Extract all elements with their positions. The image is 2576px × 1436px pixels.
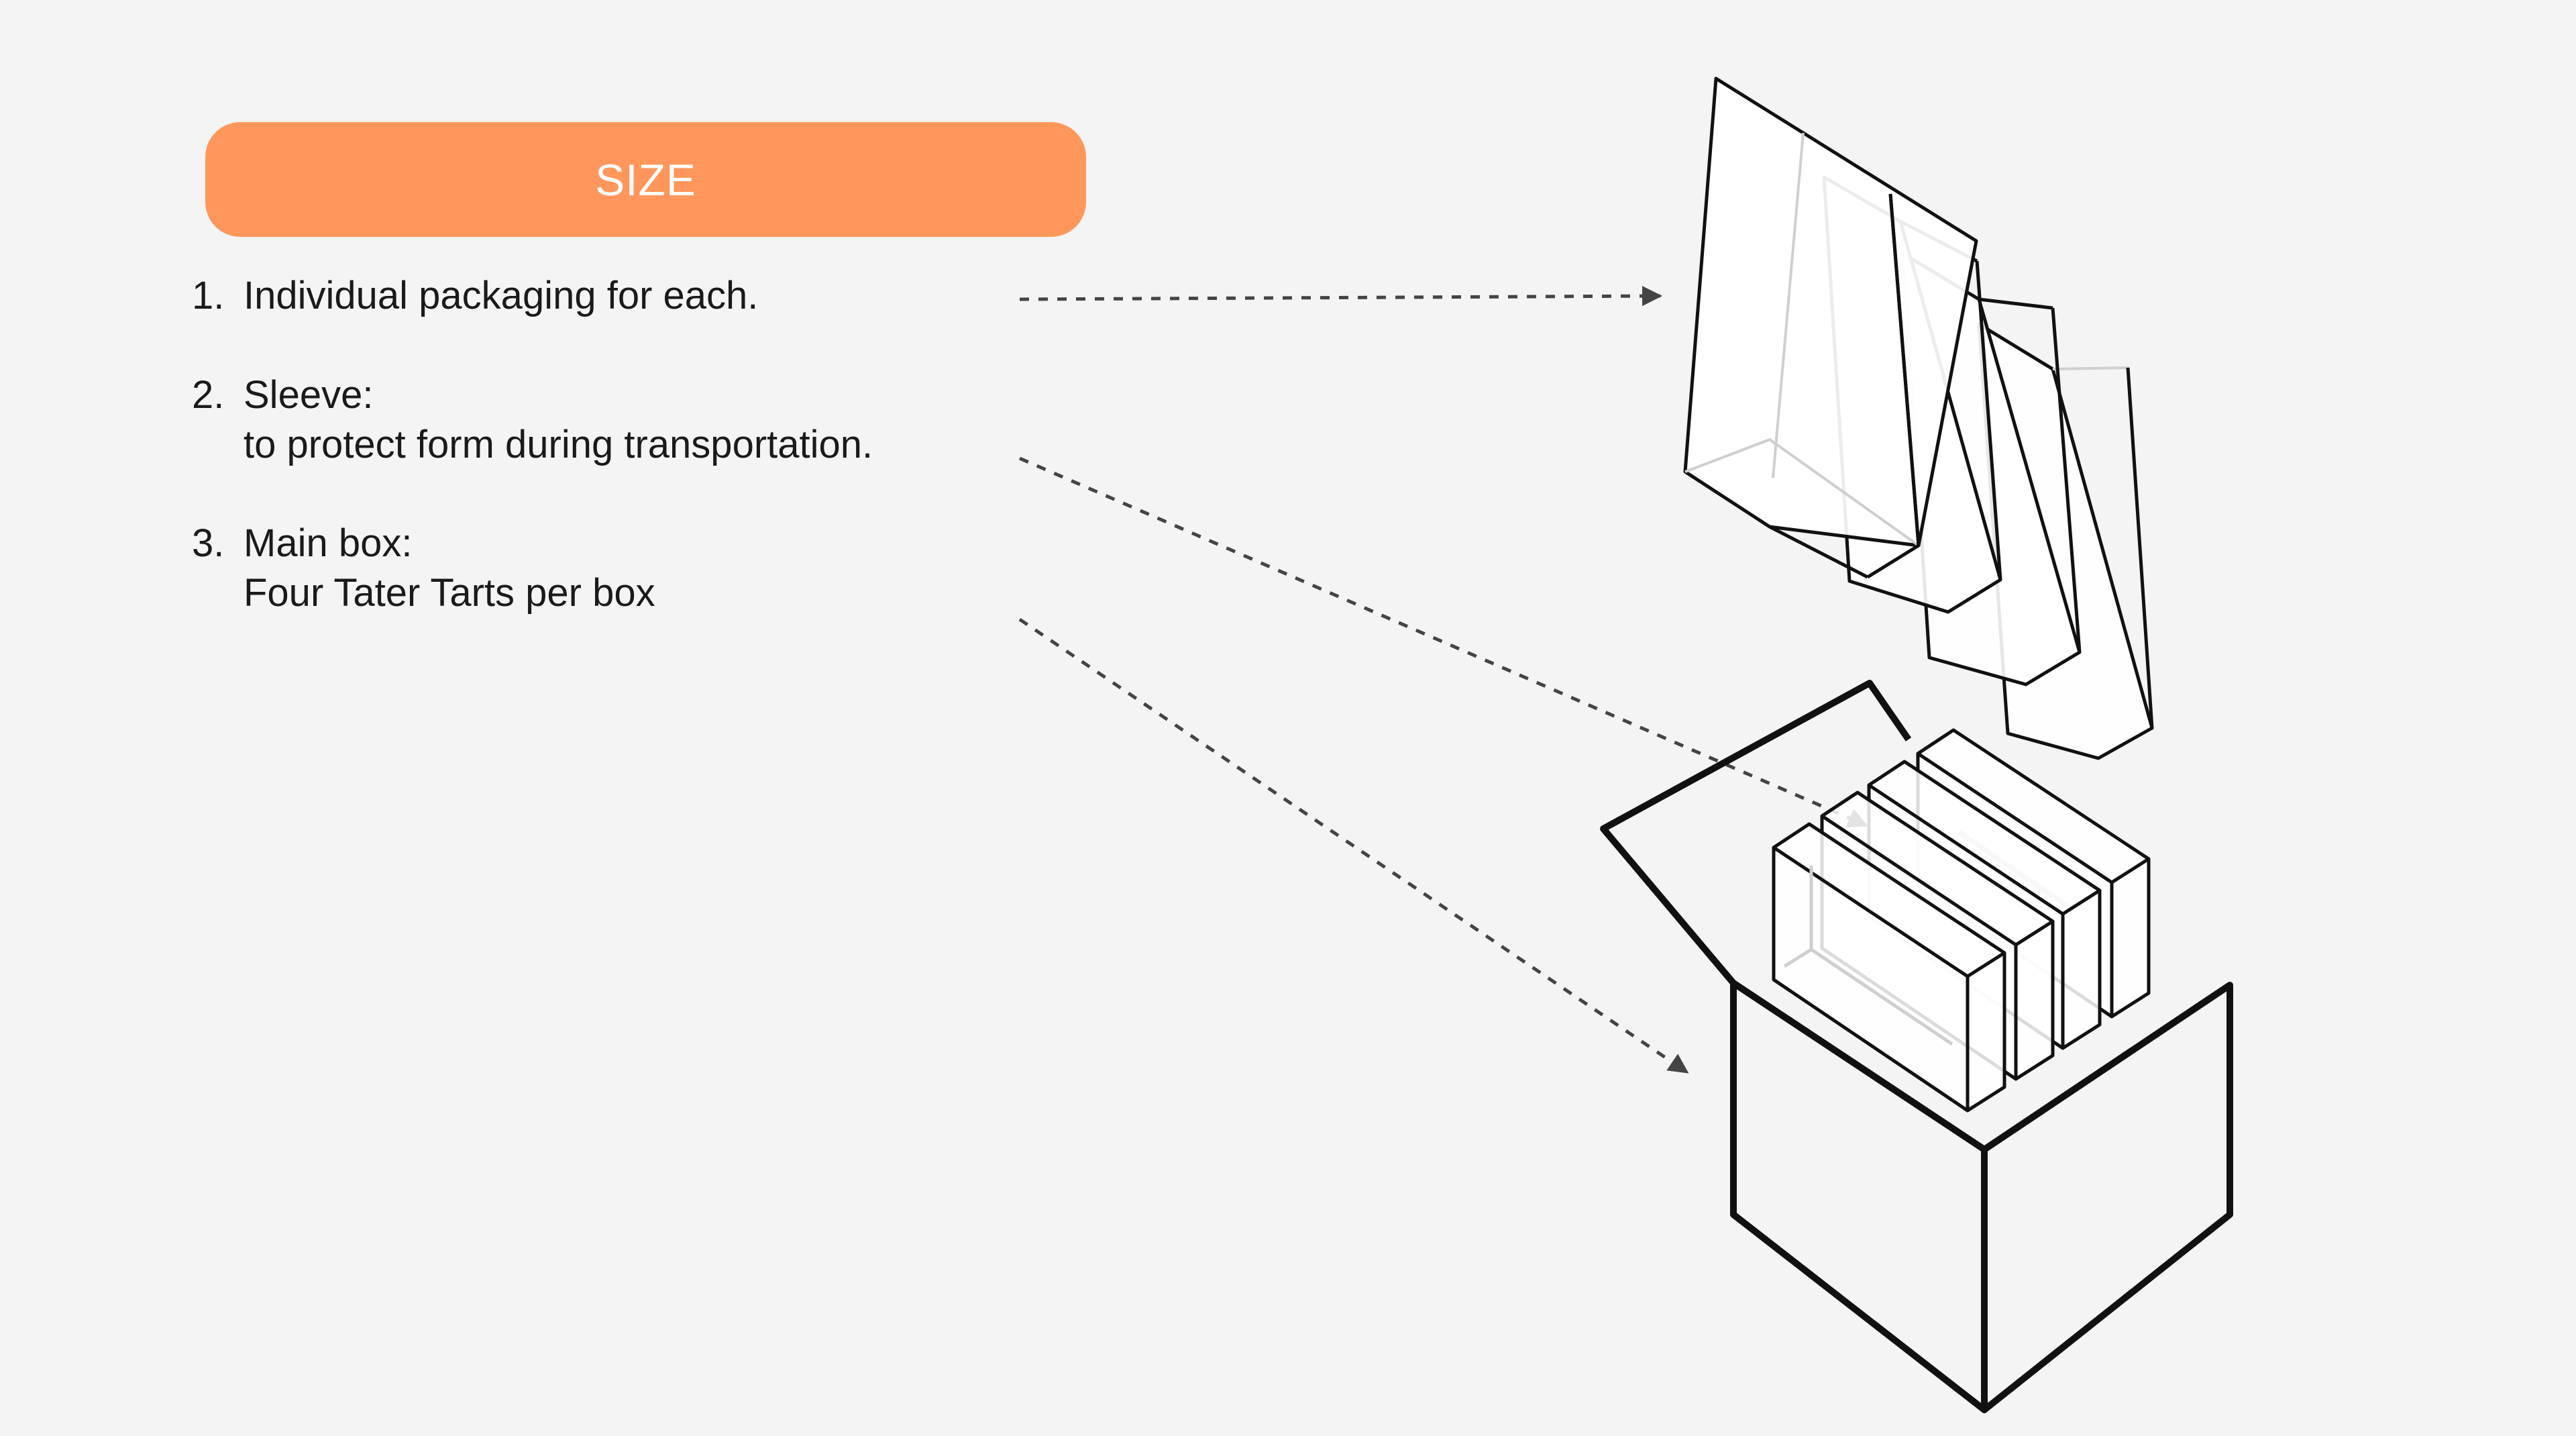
size-header-label: SIZE [595, 154, 696, 205]
sleeves [1772, 728, 2151, 1113]
list-item-number: 3. [192, 521, 225, 565]
bag-1 [1683, 76, 1978, 579]
sleeve-1 [1772, 822, 2006, 1113]
list-item-number: 1. [192, 274, 225, 317]
list-item-title: Individual packaging for each. [244, 274, 759, 317]
list-item-individual-packaging: 1. Individual packaging for each. [192, 271, 758, 321]
list-item-sleeve: 2. Sleeve: to protect form during transpo… [192, 370, 873, 470]
list-item-title: Sleeve: [244, 373, 374, 417]
list-item-title: Main box: [244, 521, 413, 565]
arrow-to-individual-packaging [1019, 286, 1662, 307]
list-item-detail: to protect form during transportation. [244, 423, 873, 466]
size-header-pill: SIZE [205, 122, 1086, 237]
pointer-arrows [1018, 286, 1868, 1074]
arrow-to-sleeve [1019, 456, 1868, 828]
box-front-right [1981, 982, 2233, 1413]
individual-packaging-bags [1683, 76, 2154, 760]
arrow-to-main-box [1018, 617, 1689, 1074]
list-item-detail: Four Tater Tarts per box [244, 571, 655, 615]
main-box [1600, 680, 2233, 1413]
list-item-number: 2. [192, 373, 225, 417]
box-lid [1600, 680, 1912, 986]
list-item-main-box: 3. Main box: Four Tater Tarts per box [192, 519, 655, 618]
